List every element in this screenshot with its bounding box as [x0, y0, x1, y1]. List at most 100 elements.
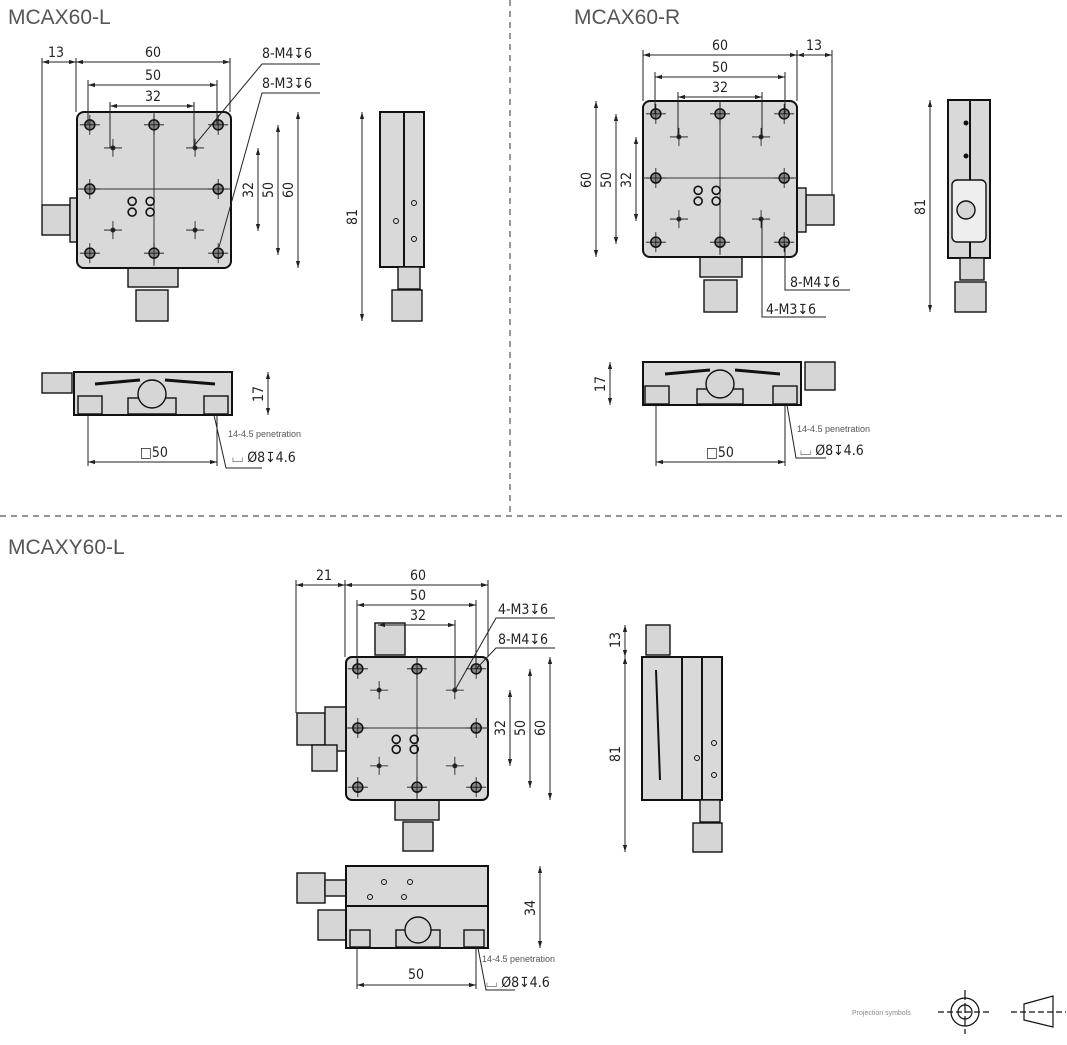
- dim-thickness: 34: [523, 900, 539, 916]
- dim-base: □50: [140, 445, 168, 461]
- side-view: [947, 99, 991, 313]
- screw-hole-icon: [145, 196, 155, 207]
- hole-crosshair: [752, 210, 771, 229]
- dim-pitch-inner: 32: [410, 608, 426, 624]
- hole-crosshair: [370, 681, 389, 700]
- dimensions: 21 60 50 32 4-M3↧6 8-M4↧6 32 50 60 13 81…: [295, 568, 628, 991]
- section-title: MCAX60-L: [8, 6, 111, 29]
- section-title: MCAXY60-L: [8, 536, 125, 559]
- hole-crosshair: [186, 138, 205, 157]
- dim-offset: 13: [48, 45, 64, 61]
- dim-height: 81: [913, 199, 929, 215]
- hole-crosshair: [407, 658, 427, 679]
- screw-hole-icon: [391, 744, 402, 755]
- callout-penetration: 14-4.5 penetration: [482, 954, 555, 964]
- callout-counterbore: ⌴ Ø8↧4.6: [232, 450, 296, 466]
- hole-crosshair: [445, 756, 464, 775]
- dim-pitch-inner: 32: [145, 89, 161, 105]
- hole-crosshair: [79, 243, 100, 264]
- screw-hole-icon: [693, 185, 703, 196]
- hole-crosshair: [774, 168, 795, 188]
- hole-crosshair: [347, 658, 368, 679]
- hole-crosshair: [669, 127, 688, 146]
- screw-hole-icon: [711, 185, 721, 196]
- top-view: [41, 111, 232, 322]
- top-view: [642, 100, 835, 313]
- screw-hole-icon: [127, 207, 137, 217]
- front-view: [642, 361, 836, 406]
- hole-crosshair: [645, 232, 666, 253]
- hole-crosshair: [79, 179, 100, 199]
- callout-counterbore: ⌴ Ø8↧4.6: [800, 443, 864, 459]
- dim-pitch-inner: 32: [712, 80, 728, 96]
- dim-pitch-outer: 50: [410, 588, 426, 604]
- hole-crosshair: [645, 168, 666, 188]
- top-view: [296, 622, 489, 852]
- side-view: [379, 111, 425, 322]
- hole-crosshair: [370, 756, 389, 775]
- hole-crosshair: [466, 777, 487, 798]
- hole-crosshair: [186, 221, 205, 240]
- dim-v-inner: 32: [493, 720, 509, 736]
- hole-crosshair: [752, 127, 771, 146]
- dim-width: 60: [712, 38, 728, 54]
- dimensions: 60 13 50 32 60 50 32 81 17 8-M4↧6 4-M3↧6…: [579, 38, 933, 466]
- dim-base: 50: [408, 967, 424, 983]
- dim-v-inner: 32: [241, 182, 257, 198]
- dim-base: □50: [706, 445, 734, 461]
- screw-hole-icon: [145, 207, 155, 217]
- dim-v-inner: 32: [619, 172, 635, 188]
- screw-hole-icon: [711, 196, 721, 206]
- hole-crosshair: [645, 103, 666, 124]
- front-view: [41, 371, 233, 416]
- hole-crosshair: [103, 221, 122, 240]
- dim-offset: 21: [316, 568, 332, 584]
- callout-penetration: 14-4.5 penetration: [797, 424, 870, 434]
- front-view: [296, 865, 489, 949]
- hole-crosshair: [347, 718, 368, 738]
- hole-crosshair: [208, 243, 229, 264]
- dim-v-width: 60: [281, 182, 297, 198]
- screw-hole-icon: [391, 734, 402, 745]
- screw-hole-icon: [127, 196, 137, 207]
- screw-hole-icon: [409, 734, 420, 745]
- dim-v-width: 60: [579, 172, 595, 188]
- screw-hole-icon: [409, 744, 420, 755]
- dimensions: 13 60 50 32 8-M4↧6 8-M3↧6 32 50 60 81 17…: [41, 45, 365, 469]
- callout-m3: 4-M3↧6: [766, 302, 816, 318]
- hole-crosshair: [347, 777, 368, 798]
- dim-thickness: 17: [251, 386, 267, 402]
- hole-crosshair: [466, 718, 487, 738]
- screw-hole-icon: [693, 196, 703, 206]
- mcax60-l-section: MCAX60-L: [8, 6, 425, 469]
- dim-width: 60: [145, 45, 161, 61]
- hole-crosshair: [208, 179, 229, 199]
- mcax60-r-section: MCAX60-R: [574, 6, 991, 466]
- dim-pitch-outer: 50: [712, 60, 728, 76]
- hole-crosshair: [774, 232, 795, 253]
- projection-symbols: Projection symbols: [852, 990, 1066, 1034]
- hole-crosshair: [103, 138, 122, 157]
- dim-offset: 13: [806, 38, 822, 54]
- callout-m3: 4-M3↧6: [498, 602, 548, 618]
- hole-crosshair: [710, 103, 730, 124]
- hole-crosshair: [79, 114, 100, 135]
- projection-label: Projection symbols: [852, 1010, 911, 1017]
- hole-crosshair: [144, 114, 164, 135]
- projection-cone-icon: [1011, 995, 1066, 1028]
- dim-height: 81: [608, 746, 624, 762]
- callout-m4: 8-M4↧6: [262, 46, 312, 62]
- dim-v-width: 60: [533, 720, 549, 736]
- callout-penetration: 14-4.5 penetration: [228, 429, 301, 439]
- projection-circle-icon: [938, 990, 992, 1034]
- hole-crosshair: [669, 210, 688, 229]
- section-title: MCAX60-R: [574, 6, 680, 29]
- hole-crosshair: [407, 777, 427, 798]
- dim-v-outer: 50: [599, 172, 615, 188]
- dim-knob: 13: [608, 632, 624, 648]
- dim-thickness: 17: [593, 376, 609, 392]
- mcaxy60-l-section: MCAXY60-L: [8, 536, 723, 991]
- dim-width: 60: [410, 568, 426, 584]
- hole-crosshair: [144, 243, 164, 264]
